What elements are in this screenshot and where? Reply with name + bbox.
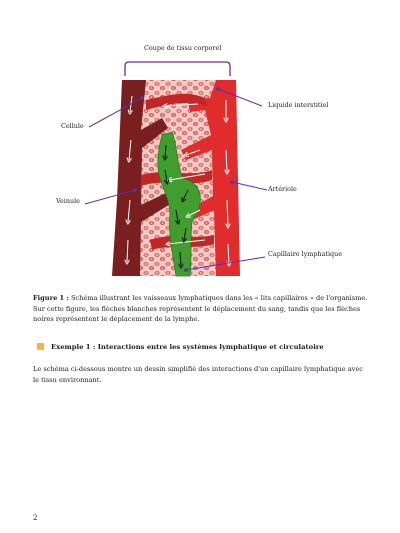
label-arteriole: Artériole [268, 185, 297, 193]
tissue-brace [124, 61, 231, 76]
page-number: 2 [33, 514, 38, 522]
pointer-cellule [88, 97, 143, 128]
label-liquide-interstitiel: Liquide interstitiel [268, 101, 329, 109]
lymphatic-capillary-vessel [157, 131, 201, 277]
lymphatic-diagram [84, 61, 268, 277]
caption-text: Schéma illustrant les vaisseaux lymphati… [33, 294, 368, 323]
caption-label: Figure 1 : [33, 294, 69, 302]
body-paragraph: Le schéma ci-dessous montre un dessin si… [33, 365, 363, 384]
veinule-vessel [112, 80, 172, 276]
lymph-flow-arrows [165, 144, 189, 266]
example-heading: Exemple 1 : Interactions entre les systè… [33, 341, 368, 355]
example-title: Exemple 1 : Interactions entre les systè… [51, 343, 324, 351]
pointer-arteriole [231, 181, 268, 191]
pointer-liquide [217, 88, 263, 107]
label-capillaire-lymphatique: Capillaire lymphatique [268, 250, 342, 258]
label-tissue-section: Coupe de tissu corporel [144, 44, 222, 52]
figure-caption: Figure 1 : Schéma illustrant les vaissea… [33, 293, 368, 325]
pointer-capillaire [185, 256, 266, 271]
label-cellule: Cellule [61, 122, 84, 130]
pointer-veinule [84, 189, 136, 205]
arteriole-vessel [181, 80, 240, 276]
label-veinule: Veinule [56, 197, 80, 205]
blood-capillary [146, 93, 207, 110]
example-square-icon [37, 343, 44, 350]
